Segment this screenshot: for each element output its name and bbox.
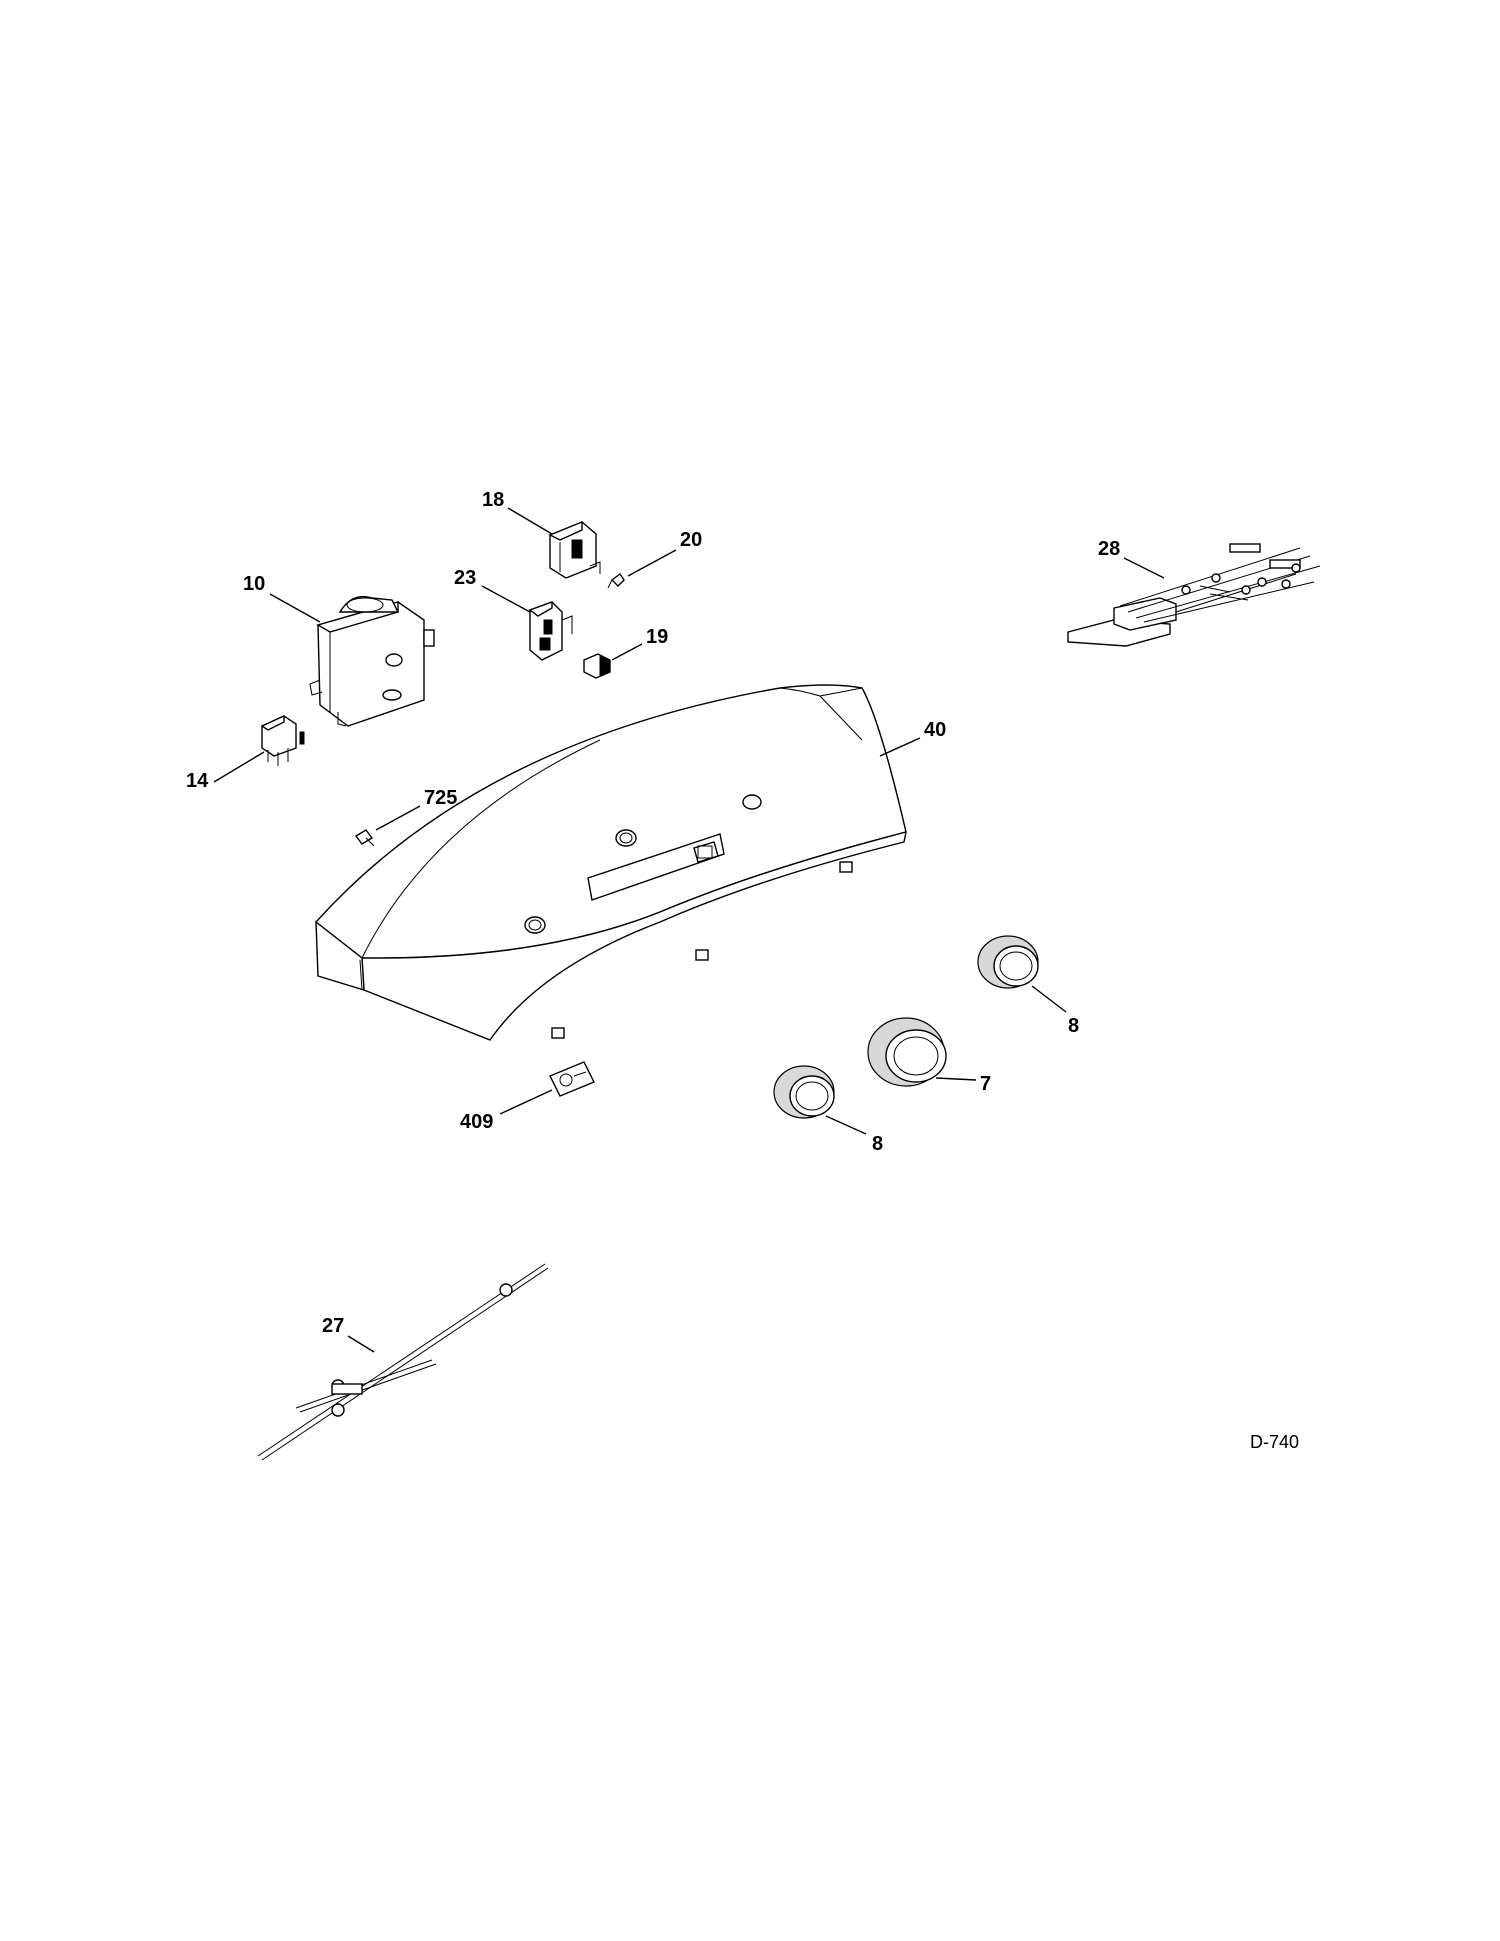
leader-8-lower	[825, 1115, 867, 1135]
callout-14[interactable]: 14	[186, 770, 209, 792]
callout-27[interactable]: 27	[322, 1315, 344, 1337]
wire-harness-28-part[interactable]	[1067, 543, 1321, 647]
leader-10	[269, 593, 321, 623]
switch-14-part[interactable]	[260, 714, 305, 766]
switch-18-part[interactable]	[548, 520, 601, 579]
leader-409	[499, 1089, 553, 1115]
leader-14	[213, 751, 265, 783]
knob-8-upper-part[interactable]	[977, 935, 1039, 989]
leader-40	[879, 737, 921, 757]
callout-7[interactable]: 7	[980, 1073, 991, 1095]
clip-20-part[interactable]	[607, 572, 625, 589]
drawing-code: D-740	[1250, 1432, 1299, 1452]
callout-18[interactable]: 18	[482, 489, 504, 511]
badge-409-part[interactable]	[549, 1061, 595, 1097]
leader-8-upper	[1031, 985, 1067, 1013]
leader-7	[935, 1077, 977, 1081]
leader-28	[1123, 557, 1165, 579]
timer-part[interactable]	[309, 595, 435, 727]
leader-20	[627, 549, 677, 577]
callout-20[interactable]: 20	[680, 529, 702, 551]
wire-harness-27-part[interactable]	[257, 1263, 549, 1461]
callout-23[interactable]: 23	[454, 567, 476, 589]
control-panel-40-part[interactable]	[314, 684, 907, 1041]
knob-8-lower-part[interactable]	[773, 1065, 835, 1119]
leader-725	[375, 805, 421, 831]
callout-409[interactable]: 409	[460, 1111, 493, 1133]
callout-725[interactable]: 725	[424, 787, 457, 809]
leader-23	[481, 585, 531, 613]
callout-19[interactable]: 19	[646, 626, 668, 648]
callout-8-lower[interactable]: 8	[872, 1133, 883, 1155]
leader-19	[611, 643, 643, 661]
callout-8-upper[interactable]: 8	[1068, 1015, 1079, 1037]
switch-23-part[interactable]	[528, 601, 573, 661]
callout-10[interactable]: 10	[243, 573, 265, 595]
callout-40[interactable]: 40	[924, 719, 946, 741]
callout-28[interactable]: 28	[1098, 538, 1120, 560]
leader-18	[507, 507, 553, 535]
button-19-part[interactable]	[583, 653, 611, 679]
leader-27	[347, 1335, 375, 1353]
knob-7-part[interactable]	[867, 1017, 947, 1087]
screw-725-part[interactable]	[354, 829, 375, 847]
